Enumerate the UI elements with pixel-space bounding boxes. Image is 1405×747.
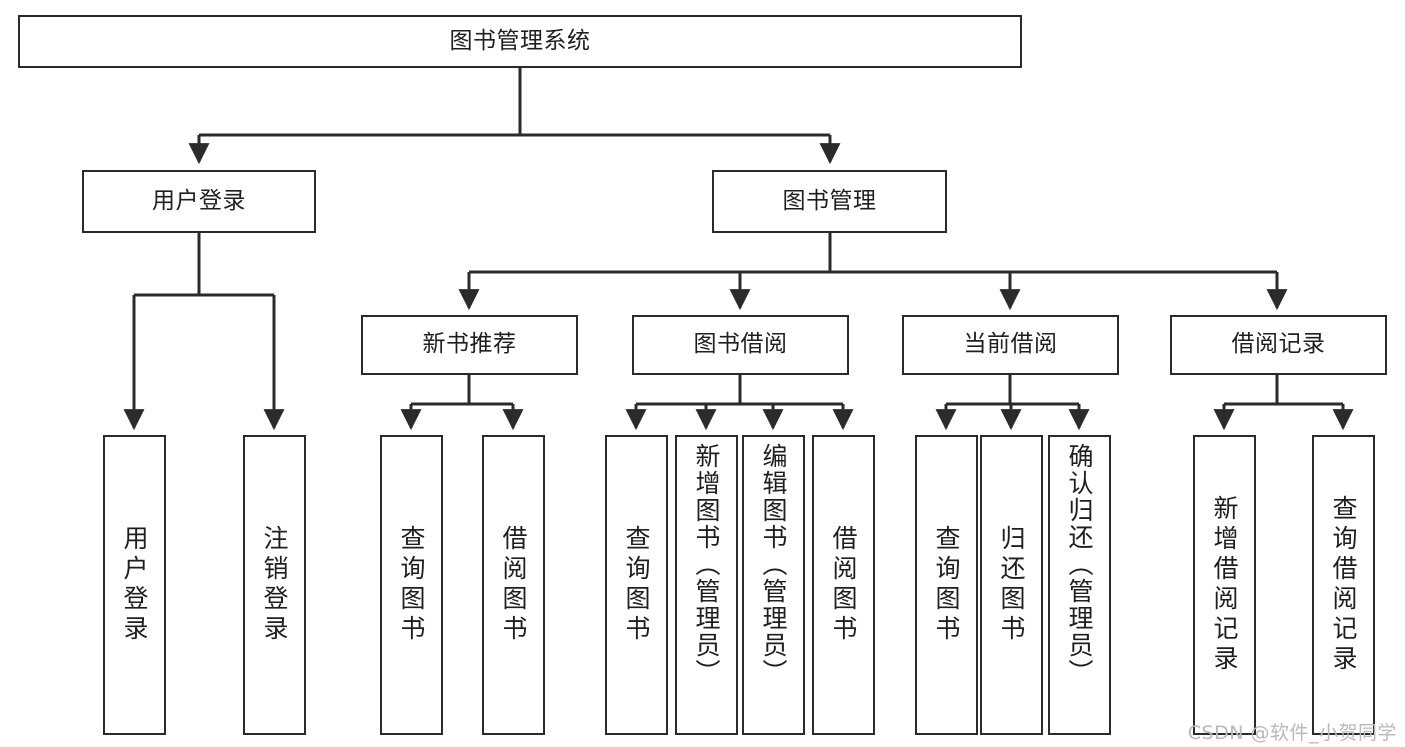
node-label: 新书推荐 <box>422 331 517 358</box>
connector-group-current-borrow <box>935 375 1090 431</box>
node-label: 用户登录 <box>120 525 149 645</box>
node-borrow-record[interactable]: 借阅记录 <box>1170 315 1387 375</box>
leaf-query-book-3[interactable]: 查询图书 <box>915 435 978 735</box>
node-label: 图书管理系统 <box>449 27 591 54</box>
node-label: 图书管理 <box>782 187 877 214</box>
node-new-book-recommend[interactable]: 新书推荐 <box>361 315 578 375</box>
leaf-query-record[interactable]: 查询借阅记录 <box>1312 435 1375 735</box>
node-book-borrow[interactable]: 图书借阅 <box>632 315 849 375</box>
node-label: 查询图书 <box>932 525 961 645</box>
node-label: 归还图书 <box>997 525 1026 645</box>
node-label: 查询借阅记录 <box>1329 495 1358 675</box>
node-root-book-management-system[interactable]: 图书管理系统 <box>18 15 1022 68</box>
leaf-logout[interactable]: 注销登录 <box>243 435 306 735</box>
node-label: 查询图书 <box>397 525 426 645</box>
leaf-add-record[interactable]: 新增借阅记录 <box>1193 435 1256 735</box>
connector-group-root <box>188 68 841 165</box>
leaf-query-book-1[interactable]: 查询图书 <box>380 435 443 735</box>
csdn-watermark: CSDN @软件_小贺同学 <box>1187 722 1397 744</box>
node-user-login[interactable]: 用户登录 <box>82 170 316 233</box>
connector-group-book-borrow <box>625 375 854 431</box>
leaf-query-book-2[interactable]: 查询图书 <box>605 435 668 735</box>
node-label: 借阅图书 <box>499 525 528 645</box>
node-book-management[interactable]: 图书管理 <box>712 170 947 233</box>
node-label: 注销登录 <box>260 525 289 645</box>
leaf-confirm-return[interactable]: 确认归还（管理员） <box>1048 435 1111 735</box>
node-label: 借阅图书 <box>829 525 858 645</box>
leaf-add-book[interactable]: 新增图书（管理员） <box>675 435 738 735</box>
connector-group-book-management <box>458 233 1288 311</box>
node-label: 新增借阅记录 <box>1210 495 1239 675</box>
connector-group-user-login <box>123 233 285 431</box>
leaf-return-book[interactable]: 归还图书 <box>980 435 1043 735</box>
node-label: 用户登录 <box>152 187 246 214</box>
node-label: 当前借阅 <box>963 331 1058 358</box>
node-label: 编辑图书（管理员） <box>759 443 788 686</box>
node-label: 确认归还（管理员） <box>1065 443 1094 686</box>
node-label: 新增图书（管理员） <box>692 443 721 686</box>
leaf-user-login[interactable]: 用户登录 <box>103 435 166 735</box>
connector-group-borrow-record <box>1213 375 1354 431</box>
leaf-borrow-book-2[interactable]: 借阅图书 <box>812 435 875 735</box>
node-current-borrow[interactable]: 当前借阅 <box>902 315 1119 375</box>
leaf-edit-book[interactable]: 编辑图书（管理员） <box>742 435 805 735</box>
node-label: 图书借阅 <box>693 331 788 358</box>
node-label: 查询图书 <box>622 525 651 645</box>
connector-group-new-book <box>400 375 524 431</box>
node-label: 借阅记录 <box>1231 331 1326 358</box>
leaf-borrow-book-1[interactable]: 借阅图书 <box>482 435 545 735</box>
